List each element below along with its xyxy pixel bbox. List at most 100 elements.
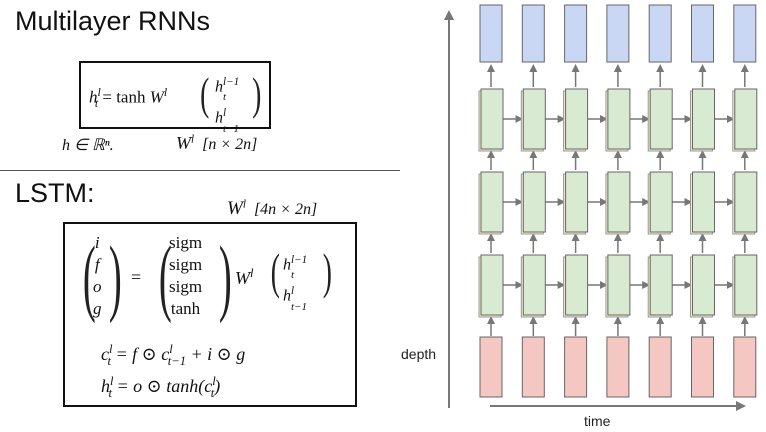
func-2: sigm	[169, 255, 203, 274]
lstm-note-w: W	[227, 198, 243, 219]
output-cell	[564, 4, 588, 63]
lstm-func-paren-left: (	[158, 228, 172, 324]
time-axis-label: time	[584, 413, 611, 429]
output-cell	[521, 4, 545, 63]
input-cell	[691, 336, 714, 398]
hidden-cell	[565, 254, 589, 316]
section-divider	[0, 170, 400, 171]
hidden-cell	[692, 88, 715, 150]
rnn-vec-h2: h	[215, 109, 223, 127]
hid-rhs: = o ⊙ tanh(c	[116, 376, 213, 396]
rnn-note-dim: [n × 2n]	[202, 136, 258, 153]
hid-rhs-tail: )	[214, 376, 221, 396]
rnn-vec-h2-sub: t−1	[223, 122, 239, 135]
lstm-func-vector: sigm sigm sigm tanh	[169, 232, 202, 320]
lstm-equation-box: ( i f o g ) = ( sigm sigm sigm tanh ) Wl…	[63, 222, 357, 407]
func-4: tanh	[170, 299, 201, 318]
lstm-vec-h1-sup: l−1	[291, 254, 308, 266]
hidden-cell	[607, 171, 631, 233]
hidden-cell	[734, 171, 758, 233]
lstm-vec-h2: h	[283, 287, 291, 305]
lstm-note-w-sup: l	[242, 198, 246, 211]
cell-rhs: = f ⊙ c	[115, 344, 170, 364]
input-cell	[733, 336, 757, 398]
output-cell	[648, 4, 672, 63]
rnn-w-dimension: Wl [n × 2n]	[176, 133, 257, 154]
hidden-cell	[522, 88, 546, 150]
rnn-vec-h2-sup: l	[223, 107, 227, 120]
hidden-cell	[607, 254, 631, 316]
lstm-equals: =	[131, 267, 142, 287]
lstm-vec-h2-sub: t−1	[291, 300, 307, 313]
lstm-gate-paren-left: (	[82, 228, 96, 324]
lstm-vec-h1: h	[283, 256, 291, 274]
rnn-vec-h1-sub: t	[223, 91, 227, 104]
rnn-vec-h1: h	[215, 78, 223, 96]
hidden-cell	[649, 88, 673, 150]
rnn-paren-right: )	[252, 68, 262, 119]
gate-i: i	[94, 233, 100, 252]
depth-axis-label: depth	[401, 346, 437, 362]
lstm-w-sup: l	[250, 266, 254, 280]
rnn-w-sup: l	[163, 85, 168, 99]
lstm-gate-vector: i f o g	[93, 232, 102, 320]
lstm-hvec-paren-right: )	[322, 243, 332, 299]
rnn-lhs-h: h	[89, 87, 98, 107]
rnn-vec-h1-sup: l−1	[223, 76, 240, 88]
gate-g: g	[93, 299, 102, 318]
hidden-cell	[734, 254, 758, 316]
input-cell	[648, 336, 672, 398]
hid-h: h	[101, 376, 110, 396]
hidden-cell	[522, 254, 546, 316]
input-cell	[479, 336, 503, 398]
lstm-hvec-paren-left: (	[270, 243, 280, 299]
hidden-cell	[522, 171, 546, 233]
rnn-note-w-sup: l	[191, 133, 195, 146]
hidden-cell	[607, 88, 631, 150]
lstm-func-paren-right: )	[218, 228, 232, 324]
rnn-note-w: W	[176, 133, 191, 153]
lstm-vec-h2-sup: l	[291, 285, 295, 298]
hidden-cell	[649, 254, 673, 316]
rnn-h-dimension: h ∈ ℝⁿ.	[62, 137, 114, 154]
hidden-cell	[565, 171, 589, 233]
hidden-cell	[649, 171, 673, 233]
lstm-w-dimension: Wl [4n × 2n]	[227, 198, 317, 220]
lstm-h-vector: hl−1 t hl t−1	[283, 250, 307, 317]
output-cell	[479, 4, 503, 63]
func-1: sigm	[169, 233, 203, 252]
input-cell	[564, 336, 588, 398]
lstm-cell-equation: clt = f ⊙ clt−1 + i ⊙ g	[101, 342, 246, 368]
output-cell	[733, 4, 757, 63]
lstm-vec-h1-sub: t	[291, 269, 295, 282]
hidden-cell	[692, 254, 715, 316]
rnn-tanh: = tanh	[102, 87, 146, 107]
rnn-lhs-sub: t	[94, 96, 99, 111]
rnn-lhs-sup: l	[97, 85, 101, 99]
rnn-w: W	[149, 87, 164, 107]
gate-o: o	[93, 277, 102, 296]
lstm-note-dim: [4n × 2n]	[253, 201, 318, 218]
lstm-gate-paren-right: )	[108, 228, 122, 324]
hidden-cell	[480, 171, 504, 233]
cell-c: c	[101, 344, 109, 364]
lstm-hidden-equation: hlt = o ⊙ tanh(clt)	[101, 374, 221, 400]
gate-f: f	[94, 255, 100, 274]
output-cell	[606, 4, 630, 63]
title-multilayer-rnns: Multilayer RNNs	[15, 6, 211, 36]
hidden-cell	[734, 88, 758, 150]
rnn-paren-left: (	[200, 68, 210, 119]
func-3: sigm	[169, 277, 203, 296]
title-lstm: LSTM:	[15, 178, 95, 208]
hidden-cell	[480, 254, 504, 316]
cell-rhs-tail: + i ⊙ g	[186, 344, 246, 364]
hidden-cell	[565, 88, 589, 150]
lstm-w: W	[235, 268, 250, 288]
output-cell	[691, 4, 714, 63]
hidden-cell	[692, 171, 715, 233]
hidden-cell	[480, 88, 504, 150]
input-cell	[521, 336, 545, 398]
input-cell	[606, 336, 630, 398]
rnn-equation-box: hlt = tanh Wl ( hl−1 t hl t−1 )	[79, 61, 271, 135]
